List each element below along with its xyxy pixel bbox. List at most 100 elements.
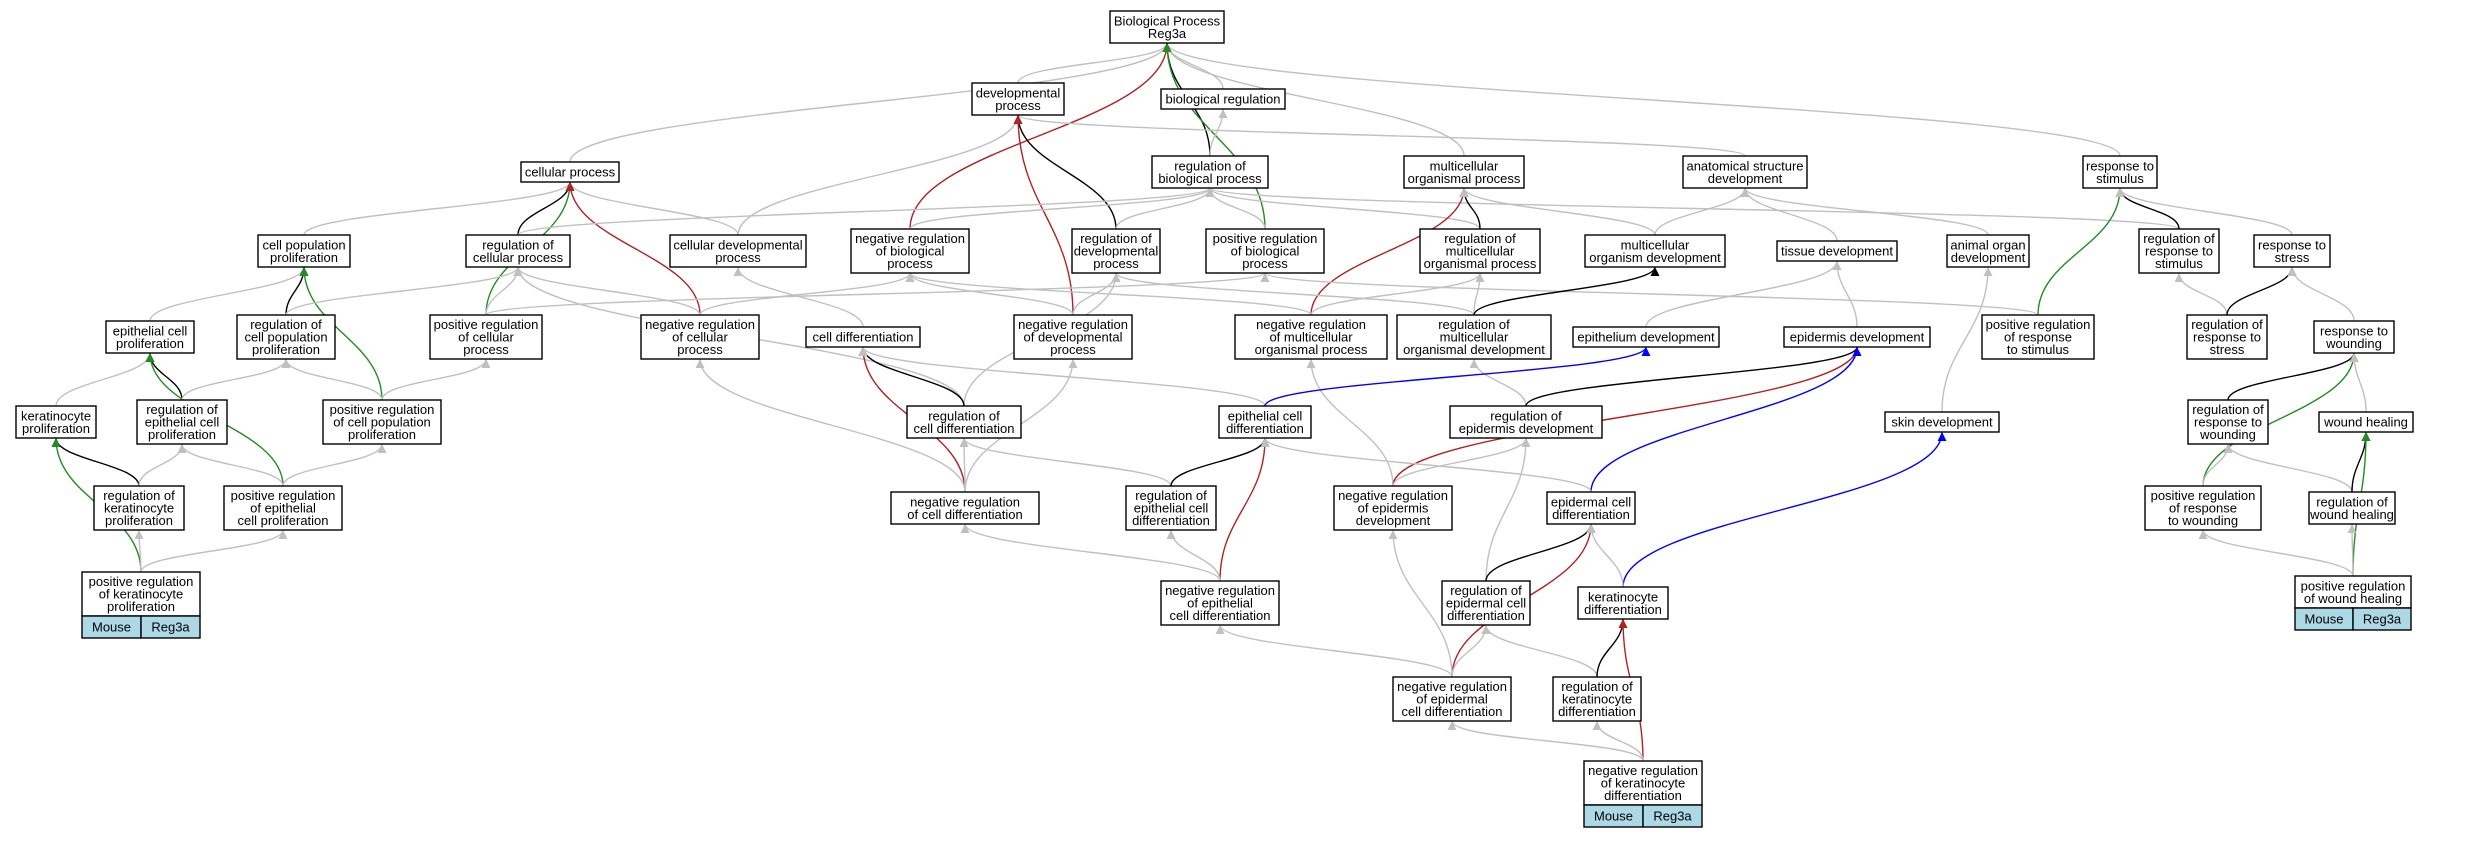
edge-negregepidcelldiff-to-regepidcelldiff <box>1451 624 1491 678</box>
edge-regmultiorgdev-to-regdevproc <box>1111 272 1475 316</box>
node-label-line: regulation of <box>1450 583 1522 598</box>
node-label-line: epithelial cell <box>145 415 220 430</box>
go-term-node-epiddev[interactable]: epidermis development <box>1783 326 1931 348</box>
node-label-line: organism development <box>1589 250 1721 265</box>
edge-negregkerdiff-to-regkerdiff <box>1592 720 1644 762</box>
go-term-node-bioreg[interactable]: biological regulation <box>1160 88 1286 110</box>
node-box <box>1583 760 1703 806</box>
node-label-line: regulation of <box>2191 317 2263 332</box>
node-label-line: response to <box>2320 323 2388 338</box>
edge-respstress-to-respstim <box>2115 187 2293 236</box>
node-label-line: cellular developmental <box>673 237 802 252</box>
edge-epidcelldiff-to-epicelldiff <box>1260 437 1592 493</box>
edge-regbio-to-bioreg <box>1209 108 1228 157</box>
edge-negregcellproc-to-cellproc <box>565 181 701 316</box>
node-box <box>1151 155 1269 189</box>
edge-regwoundheal-to-woundheal <box>2351 431 2371 493</box>
edge-regcellproc-to-cellproc <box>517 181 575 236</box>
edge-respwound-to-respstress <box>2287 266 2355 322</box>
edge-negregcellproc-to-negregbio <box>699 272 915 316</box>
node-box <box>1572 326 1720 348</box>
node-label-line: regulation of <box>482 237 554 252</box>
node-label-line: of cell differentiation <box>907 507 1022 522</box>
node-label-line: negative regulation <box>1018 317 1128 332</box>
edge-regepicelldiff-to-regcelldiff <box>959 437 1172 487</box>
node-label-line: cell population <box>262 237 345 252</box>
edge-kerdiff-to-skindev <box>1622 431 1947 588</box>
node-label-line: negative regulation <box>1338 488 1448 503</box>
node-label-line: wounding <box>2325 336 2382 351</box>
go-term-node-tissuedev[interactable]: tissue development <box>1776 240 1898 262</box>
node-label-line: positive regulation <box>89 574 194 589</box>
node-box <box>1218 405 1312 439</box>
edge-negregepiddev-to-epiddev <box>1392 346 1862 487</box>
node-label-line: multicellular <box>1440 330 1509 345</box>
edge-posregbio-to-root <box>1162 42 1266 230</box>
node-label-line: epithelium development <box>1577 330 1715 345</box>
go-term-node-woundheal[interactable]: wound healing <box>2318 411 2414 433</box>
node-label-line: positive regulation <box>434 317 539 332</box>
node-box <box>1546 491 1636 525</box>
node-label-line: biological process <box>1158 171 1262 186</box>
go-term-node-celldiff[interactable]: cell differentiation <box>805 326 921 348</box>
go-term-node-cellproc[interactable]: cellular process <box>520 161 620 183</box>
node-box <box>1449 405 1603 439</box>
go-term-node-epithdev[interactable]: epithelium development <box>1572 326 1720 348</box>
go-term-node-skindev[interactable]: skin development <box>1884 411 2000 433</box>
edge-regcellproc-to-regbio <box>517 187 1215 236</box>
node-label-line: to wounding <box>2168 513 2238 528</box>
node-label-line: response to <box>2193 330 2261 345</box>
node-box <box>1776 240 1898 262</box>
